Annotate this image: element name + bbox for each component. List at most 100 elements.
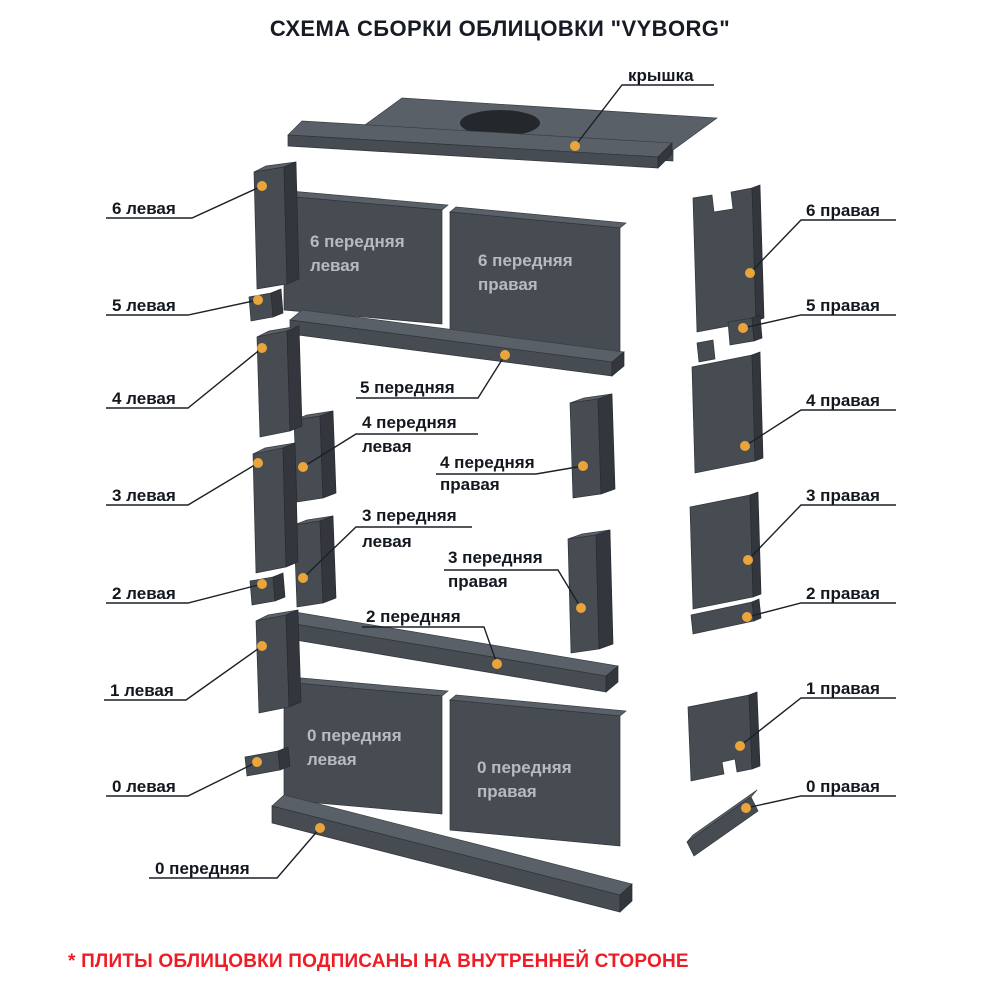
part-beam-front-0 xyxy=(271,794,633,913)
dot-right-2 xyxy=(742,612,752,622)
part-slab-front-4-left xyxy=(293,410,337,503)
on-panel-labels: 6 передняя левая 6 передняя правая 0 пер… xyxy=(307,232,573,801)
leader-left-6 xyxy=(106,185,263,219)
leader-front-3-left xyxy=(302,526,472,579)
label-right-3: 3 правая xyxy=(806,486,880,505)
leader-front-5 xyxy=(356,354,506,399)
leader-right-0 xyxy=(745,795,896,809)
dot-left-1 xyxy=(257,641,267,651)
leader-right-4 xyxy=(744,409,896,447)
label-front-3-right-line2: правая xyxy=(448,572,508,591)
label-right-0: 0 правая xyxy=(806,777,880,796)
leader-front-3-right xyxy=(444,569,582,609)
leader-front-4-left xyxy=(302,433,478,468)
dot-right-1 xyxy=(735,741,745,751)
panel-label-0-right-line1: 0 передняя xyxy=(477,758,572,777)
label-front-4-right-line1: 4 передняя xyxy=(440,453,535,472)
label-front-3-left-line1: 3 передняя xyxy=(362,506,457,525)
panel-label-6-right-line1: 6 передняя xyxy=(478,251,573,270)
leader-lines xyxy=(104,84,896,879)
part-right-5 xyxy=(696,314,763,363)
dot-top-cover xyxy=(570,141,580,151)
label-left-2: 2 левая xyxy=(112,584,176,603)
label-front-2: 2 передняя xyxy=(366,607,461,626)
part-left-0 xyxy=(244,746,291,777)
label-right-2: 2 правая xyxy=(806,584,880,603)
leader-front-2 xyxy=(362,626,498,665)
panel-label-0-left-line1: 0 передняя xyxy=(307,726,402,745)
part-left-4 xyxy=(256,325,303,438)
label-right-1: 1 правая xyxy=(806,679,880,698)
label-left-5: 5 левая xyxy=(112,296,176,315)
panel-label-6-left-line1: 6 передняя xyxy=(310,232,405,251)
label-left-0: 0 левая xyxy=(112,777,176,796)
panel-label-6-right-line2: правая xyxy=(478,275,538,294)
leader-left-3 xyxy=(106,462,259,506)
label-front-5: 5 передняя xyxy=(360,378,455,397)
dot-front-4-right xyxy=(578,461,588,471)
label-front-4-left-line2: левая xyxy=(362,437,412,456)
part-left-5 xyxy=(248,288,284,322)
dot-left-5 xyxy=(253,295,263,305)
dot-right-4 xyxy=(740,441,750,451)
label-left-6: 6 левая xyxy=(112,199,176,218)
label-front-4-left-line1: 4 передняя xyxy=(362,413,457,432)
part-right-0 xyxy=(686,789,759,857)
leader-left-2 xyxy=(106,583,263,604)
label-front-3-left-line2: левая xyxy=(362,532,412,551)
marker-dots xyxy=(252,141,755,833)
part-slab-front-3-left xyxy=(293,515,337,608)
dot-front-2 xyxy=(492,659,502,669)
leader-front-4-right xyxy=(436,465,584,475)
part-left-6 xyxy=(253,161,300,290)
part-panel-front-0-right xyxy=(449,694,627,847)
leader-left-5 xyxy=(106,299,259,316)
label-left-4: 4 левая xyxy=(112,389,176,408)
panel-label-0-left-line2: левая xyxy=(307,750,357,769)
dot-front-5 xyxy=(500,350,510,360)
leader-right-3 xyxy=(747,504,896,561)
dot-front-3-left xyxy=(298,573,308,583)
leader-right-6 xyxy=(749,219,896,274)
part-left-3 xyxy=(252,442,299,574)
label-right-5: 5 правая xyxy=(806,296,880,315)
label-top-cover: крышка xyxy=(628,66,694,85)
leader-left-4 xyxy=(106,347,263,409)
part-left-1 xyxy=(255,609,302,714)
part-panel-front-6-right xyxy=(449,206,627,355)
dot-right-3 xyxy=(743,555,753,565)
part-right-6 xyxy=(692,184,765,333)
leader-front-0-beam xyxy=(149,827,321,879)
dot-front-0-beam xyxy=(315,823,325,833)
leader-left-0 xyxy=(106,761,258,797)
part-labels: крышка 6 левая 5 левая 4 левая 3 левая 2… xyxy=(110,66,880,878)
dot-left-2 xyxy=(257,579,267,589)
label-front-4-right-line2: правая xyxy=(440,475,500,494)
leader-right-5 xyxy=(742,314,896,329)
label-front-3-right-line1: 3 передняя xyxy=(448,548,543,567)
label-left-1: 1 левая xyxy=(110,681,174,700)
part-left-2 xyxy=(249,572,286,606)
leader-left-1 xyxy=(104,645,263,701)
dot-right-5 xyxy=(738,323,748,333)
dot-left-3 xyxy=(253,458,263,468)
dot-right-0 xyxy=(741,803,751,813)
page-title: СХЕМА СБОРКИ ОБЛИЦОВКИ "VYBORG" xyxy=(269,16,731,41)
part-right-1 xyxy=(687,691,761,782)
leader-right-1 xyxy=(739,697,896,747)
dot-right-6 xyxy=(745,268,755,278)
dot-left-6 xyxy=(257,181,267,191)
part-right-3 xyxy=(689,491,762,610)
part-right-4 xyxy=(691,351,764,474)
dot-front-3-right xyxy=(576,603,586,613)
panel-label-6-left-line2: левая xyxy=(310,256,360,275)
part-panel-front-6-left xyxy=(283,190,449,325)
part-slab-front-4-right xyxy=(569,393,616,499)
dot-front-4-left xyxy=(298,462,308,472)
panel-label-0-right-line2: правая xyxy=(477,782,537,801)
label-right-6: 6 правая xyxy=(806,201,880,220)
footnote-text: * ПЛИТЫ ОБЛИЦОВКИ ПОДПИСАНЫ НА ВНУТРЕННЕ… xyxy=(68,951,689,972)
label-front-0-beam: 0 передняя xyxy=(155,859,250,878)
cover-hole xyxy=(460,110,540,136)
